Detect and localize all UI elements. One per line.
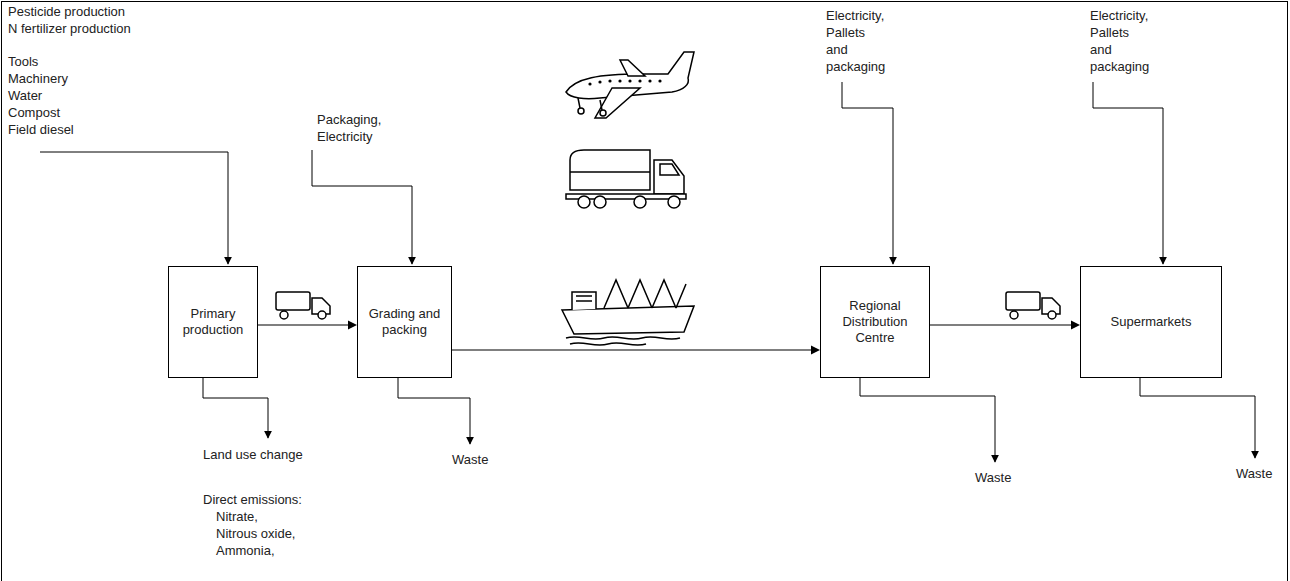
annotation-text: and: [826, 42, 848, 58]
flow-arrow: [930, 321, 1080, 330]
annotation-text: Electricity: [317, 129, 373, 145]
process-box: Primary production: [168, 266, 258, 378]
flow-arrow: [258, 321, 357, 330]
input-lines: [40, 82, 1163, 264]
annotation-text: Electricity,: [1090, 8, 1148, 24]
annotation-text: packaging: [1090, 59, 1149, 75]
truck-icon: [1006, 292, 1060, 319]
ship-icon: [562, 280, 694, 345]
output-lines: [203, 378, 1255, 462]
lorry-icon: [566, 150, 686, 208]
annotation-text: Waste: [975, 470, 1011, 486]
airplane-icon: [566, 52, 694, 118]
annotation-text: Water: [8, 88, 42, 104]
process-box: Regional Distribution Centre: [820, 266, 930, 378]
process-box: Supermarkets: [1080, 266, 1222, 378]
box-label: Primary production: [175, 306, 251, 338]
annotation-text: Machinery: [8, 71, 68, 87]
annotation-text: Waste: [1236, 466, 1272, 482]
box-label: Regional Distribution Centre: [827, 298, 923, 346]
annotation-text: Land use change: [203, 447, 303, 463]
box-label: Grading and packing: [364, 306, 445, 338]
annotation-text: Waste: [452, 452, 488, 468]
annotation-text: and: [1090, 42, 1112, 58]
flow-arrow: [452, 346, 820, 355]
process-box: Grading and packing: [357, 266, 452, 378]
box-label: Supermarkets: [1111, 314, 1192, 330]
annotation-text: packaging: [826, 59, 885, 75]
annotation-text: Pesticide production: [8, 4, 125, 20]
annotation-text: Field diesel: [8, 122, 74, 138]
annotation-text: Compost: [8, 105, 60, 121]
annotation-text: Pallets: [1090, 25, 1129, 41]
truck-icon: [276, 292, 330, 319]
annotation-text: Electricity,: [826, 8, 884, 24]
annotation-text: Packaging,: [317, 112, 381, 128]
annotation-text: Nitrate,: [216, 509, 258, 525]
annotation-text: N fertilizer production: [8, 21, 131, 37]
annotation-text: Nitrous oxide,: [216, 526, 295, 542]
annotation-text: Direct emissions:: [203, 492, 302, 508]
annotation-text: Ammonia,: [216, 543, 275, 559]
annotation-text: Pallets: [826, 25, 865, 41]
annotation-text: Tools: [8, 54, 38, 70]
